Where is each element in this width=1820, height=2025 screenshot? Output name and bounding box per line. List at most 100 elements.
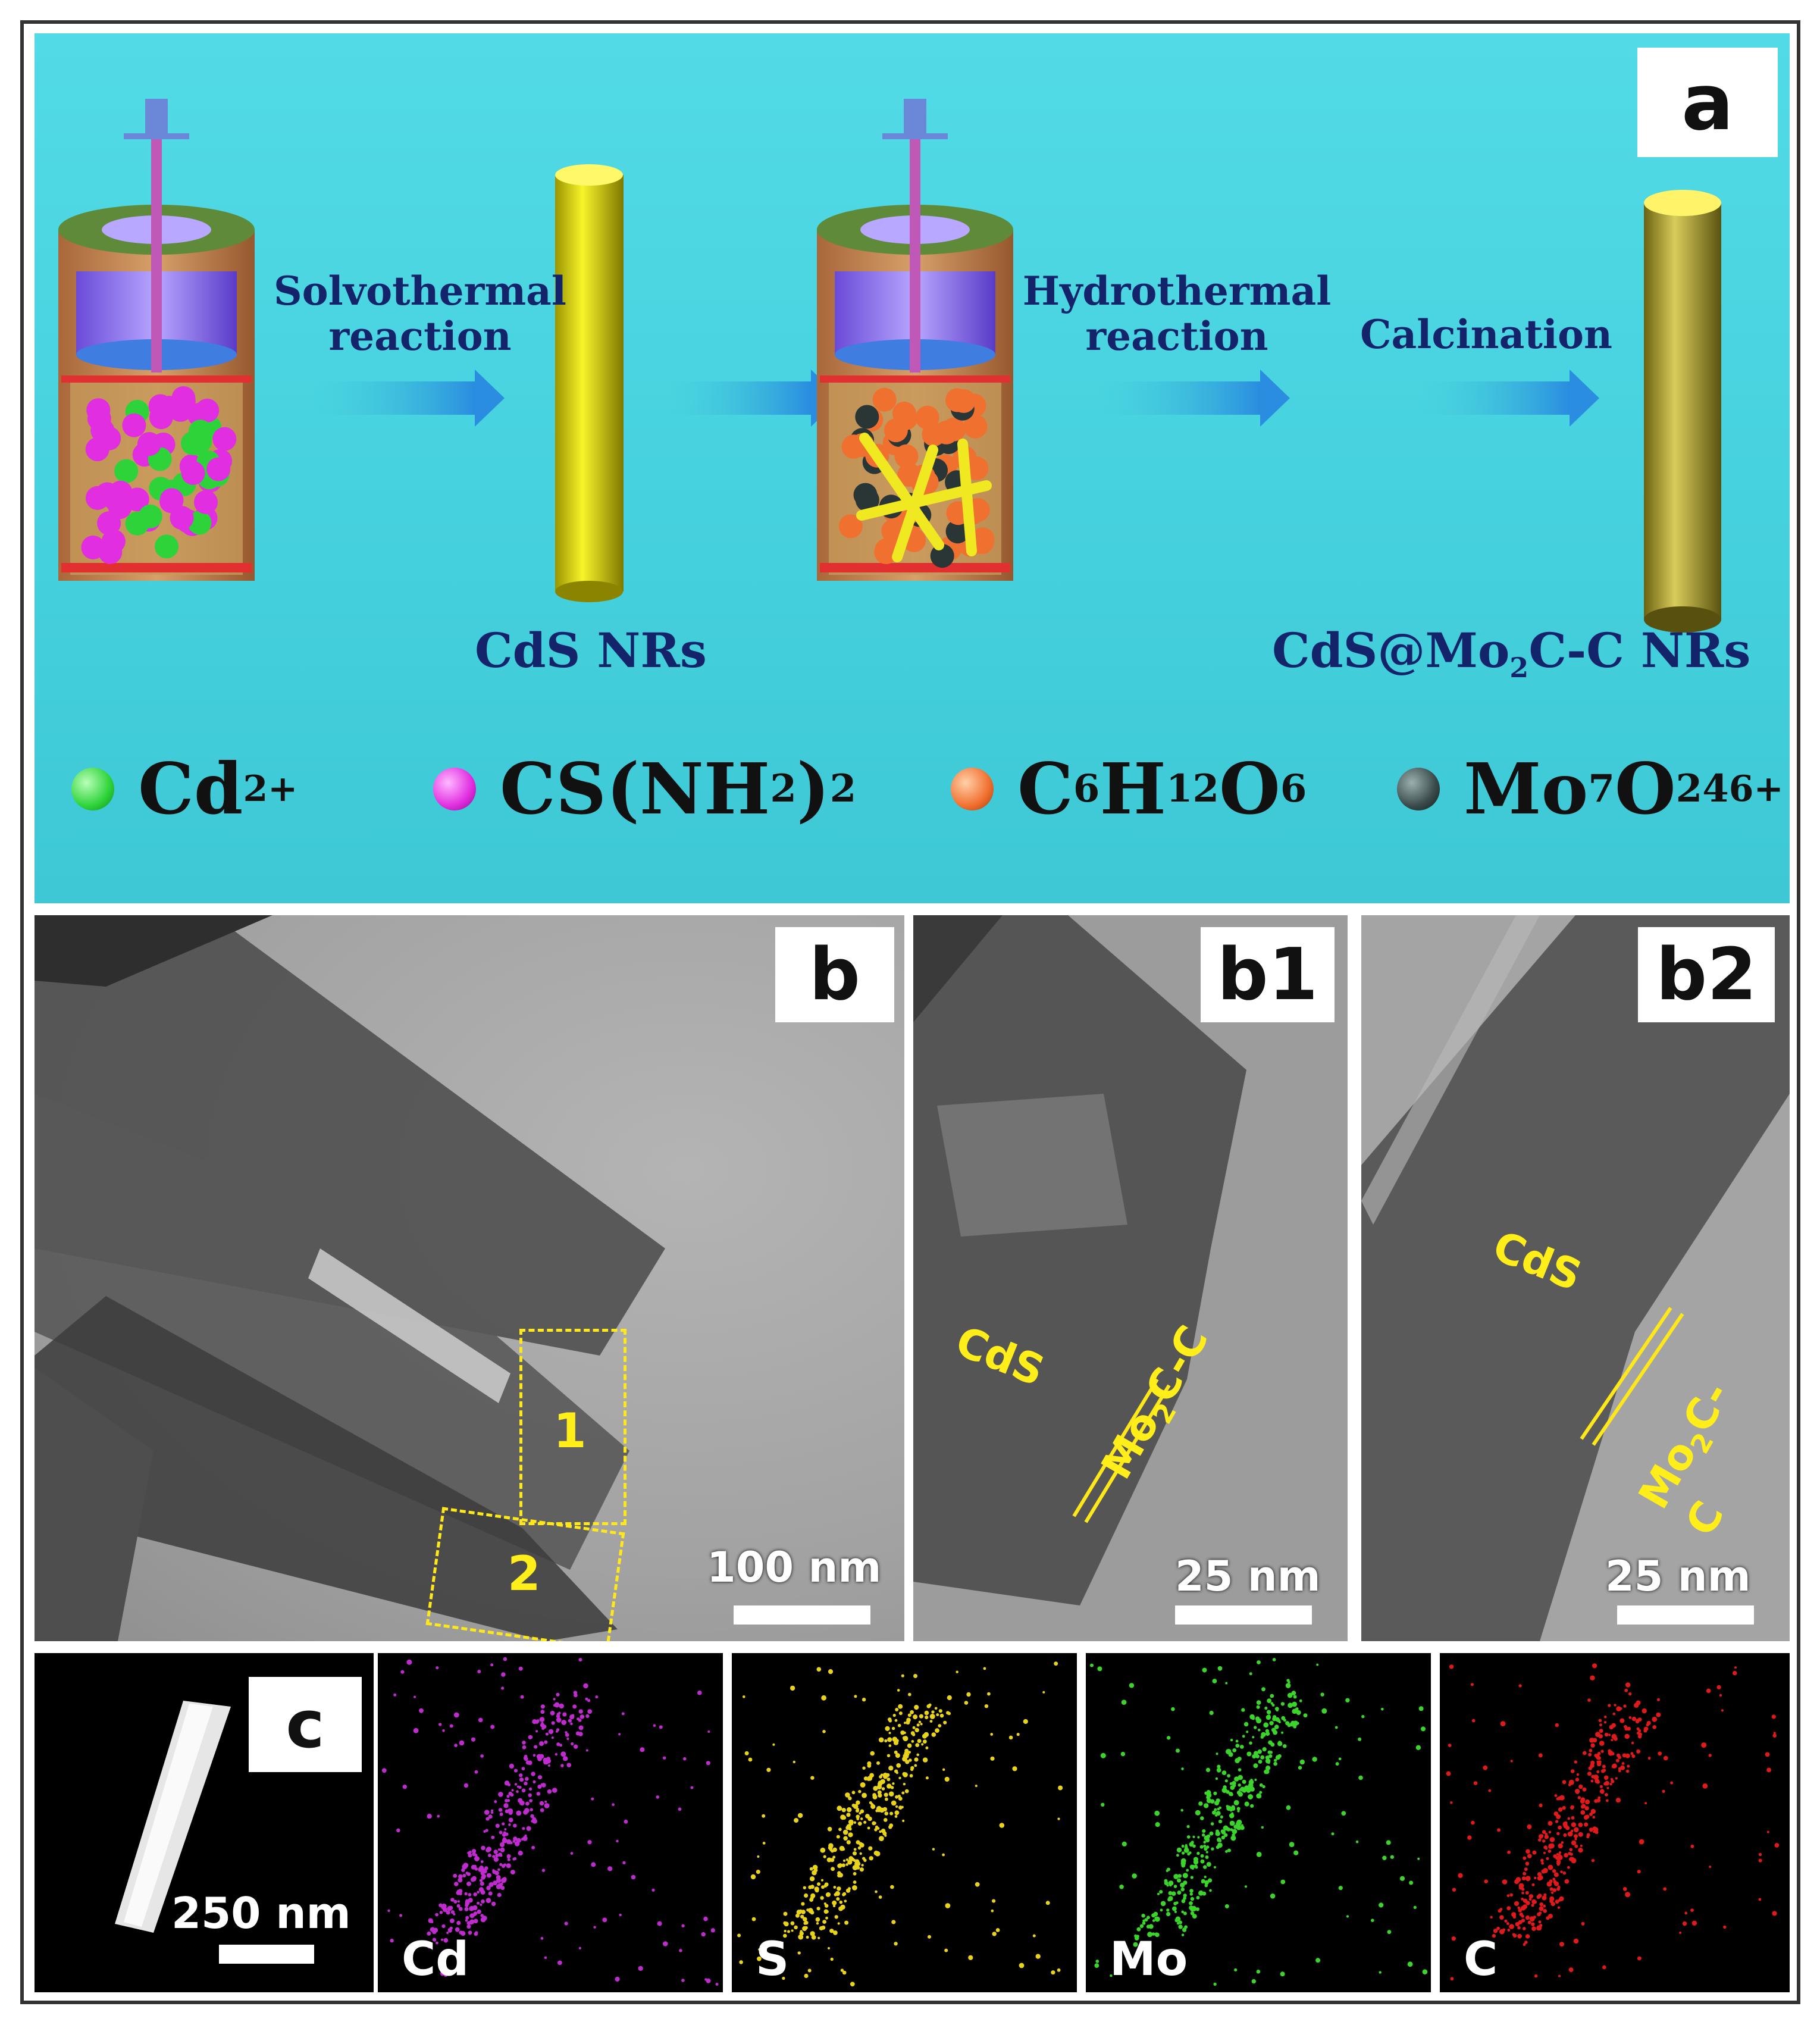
eds-signal-dot <box>854 1861 860 1867</box>
eds-signal-dot <box>587 1709 593 1714</box>
eds-signal-dot <box>1248 1779 1254 1785</box>
eds-signal-dot <box>710 1928 715 1933</box>
eds-signal-dot <box>1564 1821 1568 1825</box>
eds-signal-dot <box>1230 1835 1236 1841</box>
product-cds-mo2c-nrs: CdS@Mo2C-C NRs <box>1272 622 1751 684</box>
eds-signal-dot <box>896 1763 901 1768</box>
eds-signal-dot <box>1387 1930 1392 1935</box>
eds-signal-dot <box>496 1878 502 1883</box>
eds-signal-dot <box>888 1791 894 1796</box>
eds-signal-dot <box>486 1846 492 1852</box>
precursor-ball-icon <box>171 386 196 410</box>
eds-signal-dot <box>850 1982 855 1987</box>
eds-signal-dot <box>578 1709 583 1714</box>
eds-signal-dot <box>1644 1802 1647 1805</box>
step-calcination: Calcination <box>1360 311 1612 358</box>
eds-signal-dot <box>1772 1911 1777 1916</box>
eds-signal-dot <box>1196 1851 1200 1855</box>
eds-signal-dot <box>1774 1843 1780 1848</box>
eds-signal-dot <box>898 1711 903 1716</box>
eds-signal-dot <box>450 1898 455 1902</box>
eds-signal-dot <box>521 1788 526 1793</box>
eds-signal-dot <box>1521 1891 1524 1895</box>
eds-signal-dot <box>1500 1721 1506 1726</box>
eds-signal-dot <box>894 1719 898 1722</box>
eds-signal-dot <box>1608 1704 1611 1707</box>
eds-signal-dot <box>1101 1802 1105 1807</box>
eds-signal-dot <box>428 1918 433 1923</box>
eds-signal-dot <box>469 1905 474 1911</box>
eds-signal-dot <box>928 1935 931 1939</box>
eds-signal-dot <box>1379 1971 1382 1974</box>
eds-signal-dot <box>1568 1967 1574 1973</box>
eds-signal-dot <box>1051 1970 1055 1975</box>
eds-signal-dot <box>1533 1916 1536 1919</box>
eds-signal-dot <box>858 1790 862 1794</box>
eds-signal-dot <box>552 1788 557 1793</box>
eds-signal-dot <box>1601 1791 1604 1794</box>
eds-signal-dot <box>868 1846 873 1851</box>
eds-signal-dot <box>854 1695 857 1698</box>
precursor-ball-icon <box>181 461 205 485</box>
eds-signal-dot <box>1173 1874 1179 1879</box>
eds-signal-dot <box>935 1728 939 1733</box>
eds-signal-dot <box>1615 1798 1621 1803</box>
eds-signal-dot <box>1765 1752 1770 1757</box>
eds-signal-dot <box>1236 1807 1241 1811</box>
eds-signal-dot <box>1095 1960 1099 1963</box>
eds-signal-dot <box>898 1796 903 1801</box>
eds-signal-dot <box>1246 1751 1252 1757</box>
eds-signal-dot <box>1224 1904 1229 1908</box>
eds-signal-dot <box>577 1717 580 1721</box>
eds-signal-dot <box>1265 1755 1270 1760</box>
eds-signal-dot <box>945 1903 951 1908</box>
precursor-ball-icon <box>85 437 109 462</box>
eds-signal-dot <box>560 1764 564 1767</box>
eds-signal-dot <box>907 1753 910 1756</box>
eds-signal-dot <box>1254 1779 1257 1781</box>
eds-signal-dot <box>551 1736 554 1739</box>
eds-signal-dot <box>783 1933 787 1938</box>
eds-signal-dot <box>1371 1918 1374 1922</box>
eds-signal-dot <box>1312 1757 1317 1762</box>
eds-signal-dot <box>936 1713 939 1717</box>
eds-signal-dot <box>1716 1685 1721 1689</box>
eds-signal-dot <box>1275 1717 1280 1722</box>
eds-signal-dot <box>762 1814 766 1818</box>
eds-signal-dot <box>947 1695 952 1701</box>
eds-signal-dot <box>846 1840 851 1845</box>
eds-signal-dot <box>870 1751 875 1756</box>
eds-signal-dot <box>1560 1870 1563 1873</box>
scale-bar-b <box>734 1605 870 1625</box>
eds-signal-dot <box>1556 1887 1561 1891</box>
eds-signal-dot <box>856 1800 860 1805</box>
eds-signal-dot <box>901 1805 904 1808</box>
eds-signal-dot <box>509 1841 513 1845</box>
eds-signal-dot <box>1605 1793 1608 1796</box>
selection-box-1[interactable] <box>519 1329 626 1525</box>
eds-signal-dot <box>1252 1736 1255 1739</box>
eds-signal-dot <box>1168 1891 1173 1895</box>
eds-signal-dot <box>904 1722 906 1724</box>
eds-signal-dot <box>436 1941 438 1945</box>
step-solvothermal-line1: Solvothermal <box>273 268 567 314</box>
eds-signal-dot <box>856 1817 860 1820</box>
eds-signal-dot <box>836 1835 840 1839</box>
eds-signal-dot <box>1525 1876 1531 1882</box>
eds-signal-dot <box>525 1777 529 1781</box>
precursor-ball-icon <box>194 490 218 514</box>
eds-signal-dot <box>1496 1926 1500 1930</box>
eds-signal-dot <box>548 1729 554 1735</box>
eds-signal-dot <box>1223 1825 1229 1831</box>
eds-signal-dot <box>1471 1820 1475 1825</box>
eds-signal-dot <box>1573 1938 1579 1944</box>
panel-label-c: c <box>249 1677 362 1772</box>
eds-signal-dot <box>1235 1739 1239 1743</box>
eds-signal-dot <box>1215 1777 1218 1780</box>
eds-signal-dot <box>1552 1877 1556 1881</box>
eds-signal-dot <box>819 1926 823 1931</box>
eds-signal-dot <box>513 1836 518 1841</box>
eds-signal-dot <box>1548 1830 1552 1834</box>
eds-signal-dot <box>1399 1876 1405 1881</box>
